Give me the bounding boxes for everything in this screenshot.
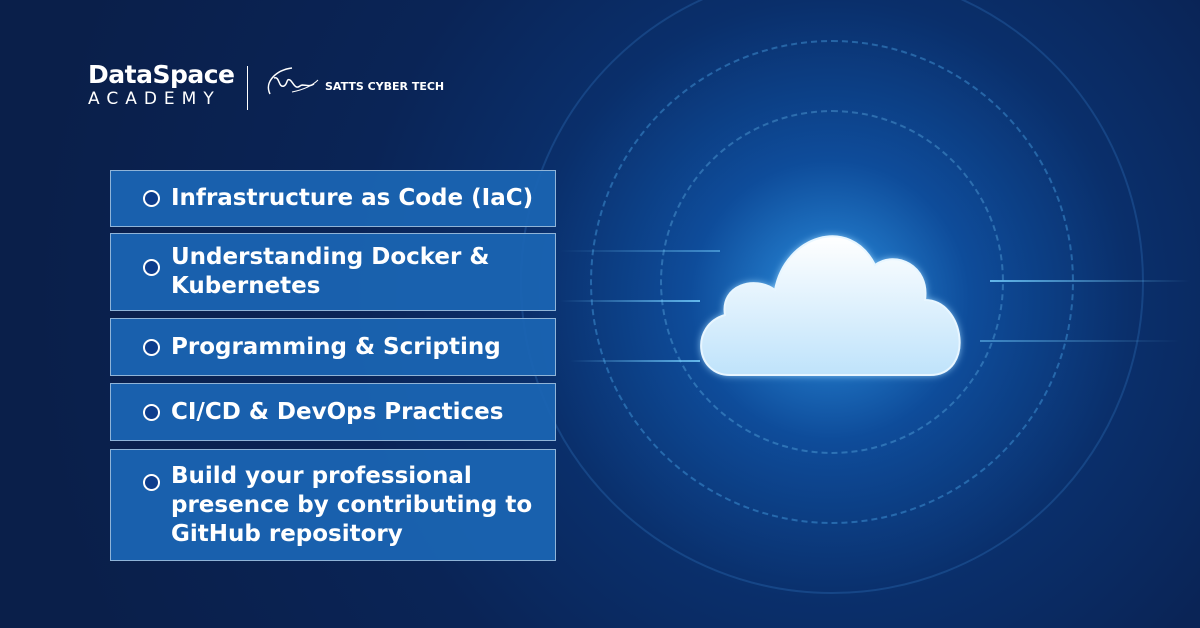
circle-bullet-icon: [143, 474, 160, 491]
list-item: Understanding Docker & Kubernetes: [110, 233, 556, 311]
dataspace-academy-logo: DataSpace ACADEMY: [88, 62, 235, 110]
brand-line1: DataSpace: [88, 60, 235, 89]
list-item: Infrastructure as Code (IaC): [110, 170, 556, 227]
list-item-label: Understanding Docker & Kubernetes: [171, 244, 490, 299]
circle-bullet-icon: [143, 190, 160, 207]
partner-name: SATTS CYBER TECH: [325, 80, 445, 93]
list-item: Build your professional presence by cont…: [110, 449, 556, 561]
list-item-label: CI/CD & DevOps Practices: [171, 398, 504, 425]
cloud-icon: [700, 235, 961, 376]
circle-bullet-icon: [143, 403, 160, 421]
list-item: CI/CD & DevOps Practices: [110, 383, 556, 441]
circle-bullet-icon: [143, 259, 160, 276]
satts-signature-logo: [267, 67, 319, 95]
list-item-label: Programming & Scripting: [171, 333, 501, 360]
list-item-label: Infrastructure as Code (IaC): [171, 185, 534, 211]
list-item-label: Build your professional presence by cont…: [171, 462, 533, 547]
list-item: Programming & Scripting: [110, 318, 556, 376]
circle-bullet-icon: [143, 338, 160, 356]
logo-divider: [247, 66, 248, 110]
brand-line2: ACADEMY: [88, 89, 221, 109]
